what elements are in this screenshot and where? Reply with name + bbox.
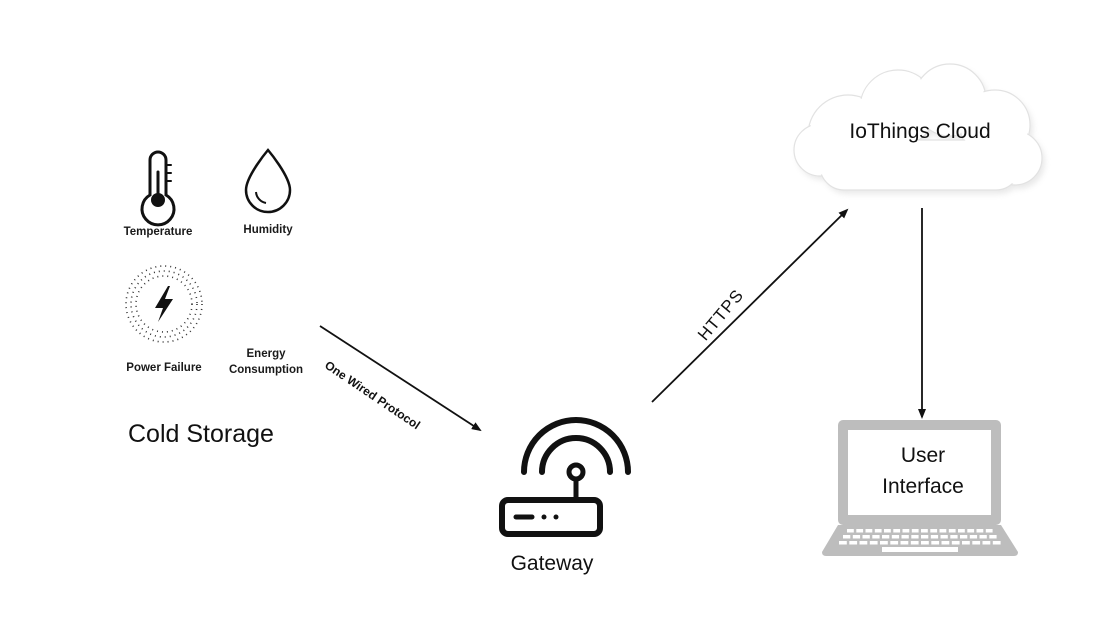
keyboard-key [962,541,970,545]
arrow-gateway-to-cloud [651,208,849,403]
keyboard-keys [839,529,1001,545]
keyboard-key [849,541,858,545]
keyboard-key [921,529,928,533]
keyboard-key [958,529,965,533]
keyboard-key [852,535,861,539]
gateway-label: Gateway [510,552,594,575]
thermometer-icon [140,150,176,227]
keyboard-key [872,535,880,539]
keyboard-key [982,541,991,545]
keyboard-key [948,529,956,533]
keyboard-key [865,529,873,533]
keyboard-key [921,541,929,545]
keyboard-key [930,535,939,539]
keyboard-key [843,535,851,539]
keyboard-key [967,529,975,533]
keyboard-key [930,529,938,533]
keyboard-key [972,541,981,545]
water-drop-icon [244,148,292,214]
energy-label-line2: Consumption [228,364,304,376]
cloud-label: IoThings Cloud [849,120,991,143]
cold-storage-label: Cold Storage [128,420,274,448]
keyboard-key [901,535,909,539]
keyboard-key [862,535,870,539]
keyboard-key [931,541,940,545]
arrow-sensors-to-gateway [319,325,482,432]
keyboard-key [884,529,891,533]
keyboard-key [979,535,987,539]
ui-label-line1: User [900,444,946,467]
keyboard-key [859,541,868,545]
keyboard-key [910,541,919,545]
keyboard-key [941,541,950,545]
power-failure-icon [125,265,203,343]
keyboard-key [874,529,882,533]
ui-label-line2: Interface [882,475,964,498]
temperature-label: Temperature [123,226,193,238]
humidity-label: Humidity [243,224,293,236]
keyboard-key [893,529,901,533]
energy-consumption-label: Energy Consumption [216,346,316,378]
keyboard-key [911,535,919,539]
keyboard-key [976,529,984,533]
user-interface-label: User Interface [850,440,996,502]
keyboard-key [989,535,997,539]
router-icon [499,417,631,537]
keyboard-key [900,541,909,545]
cloud-icon [793,63,1045,194]
energy-label-line1: Energy [246,348,286,360]
keyboard-key [839,541,847,545]
keyboard-key [985,529,993,533]
keyboard-key [856,529,864,533]
keyboard-key [940,535,948,539]
keyboard-key [939,529,947,533]
lightning-icon [155,286,173,322]
keyboard-key [992,541,1001,545]
power-failure-label: Power Failure [126,362,202,374]
keyboard-key [890,541,899,545]
keyboard-key [891,535,900,539]
keyboard-key [902,529,910,533]
keyboard-key [882,535,890,539]
keyboard-key [847,529,854,533]
keyboard-key [869,541,878,545]
keyboard-key [950,535,958,539]
keyboard-key [911,529,919,533]
keyboard-key [921,535,929,539]
keyboard-key [960,535,968,539]
keyboard-key [969,535,978,539]
laptop-icon [822,420,1018,556]
keyboard-key [880,541,888,545]
keyboard-key [951,541,960,545]
